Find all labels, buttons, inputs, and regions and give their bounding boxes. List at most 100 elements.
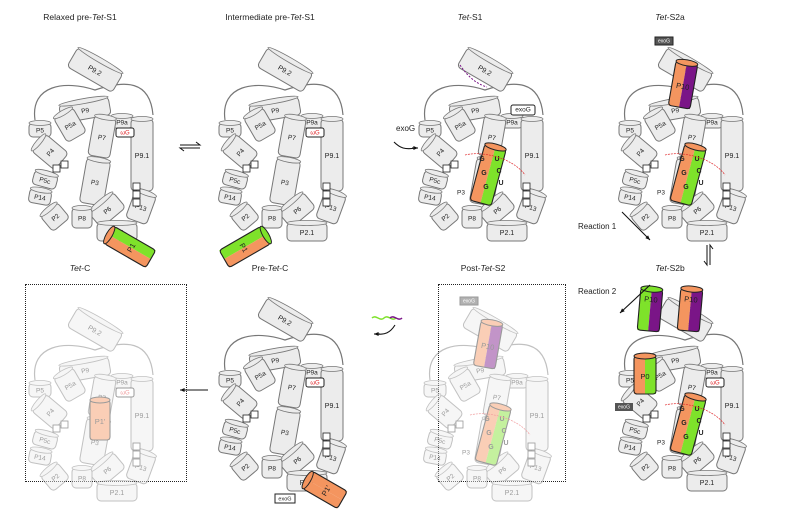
helix-label-p7: P7 [687, 134, 696, 142]
nucleotide-box [447, 424, 456, 433]
helix-cap [58, 355, 109, 367]
helix-label-p3: P3 [280, 429, 289, 437]
helix-cap [77, 46, 124, 75]
helix-cap [52, 366, 74, 380]
nucleotide-box [322, 182, 331, 191]
helix-cap [520, 116, 544, 122]
helix-p14: P14 [418, 186, 443, 206]
helix-p9: P9 [58, 355, 112, 384]
helix-cap [661, 455, 683, 461]
p1-helix [669, 392, 707, 456]
helix-cap [525, 376, 549, 382]
helix-cap [39, 201, 58, 218]
panel-title-tet-s2b: Tet-S2b [655, 263, 684, 273]
helix-cap [267, 46, 314, 75]
helix-label-p9: P9 [271, 357, 280, 365]
helix-label-p3: P3 [457, 190, 465, 197]
nucleotide-box [132, 198, 141, 207]
tertiary-contacts [469, 413, 531, 436]
exog-label: exoG [515, 107, 531, 114]
helix-p9-2: P9.2 [462, 306, 519, 352]
helix-label-p8: P8 [473, 476, 481, 483]
panel-tet-s2b: P9.2P9P5aP5P9aP7P9.1P4P5cP14P6P13P2P8P2.… [615, 285, 747, 492]
title-part: -C [81, 263, 91, 273]
helix-p8: P8 [661, 455, 683, 479]
helix-body [436, 463, 464, 491]
helix-label-p3: P3 [90, 179, 99, 187]
helix-body [87, 375, 117, 419]
helix-p4: P4 [30, 393, 68, 429]
helix-p7: P7 [277, 113, 307, 159]
helix-p5a: P5a [52, 106, 86, 142]
helix-label-p5c: P5c [433, 436, 446, 446]
omega-g-label: ωG [710, 381, 720, 387]
helix-body [525, 378, 549, 452]
helix-p2-1: P2.1 [686, 470, 728, 492]
helix-p2: P2 [429, 201, 459, 231]
helix-p8: P8 [71, 465, 93, 489]
helix-cap [486, 220, 528, 226]
nucleotide-box [60, 420, 69, 429]
helix-cap [94, 373, 117, 381]
helix-label-p4: P4 [236, 397, 247, 408]
helix-cap [286, 220, 328, 226]
title-part: Tet [289, 12, 302, 22]
helix-label-p4: P4 [636, 147, 647, 158]
helix-cap [425, 393, 442, 412]
exog-arrow-label: exoG [396, 124, 416, 133]
reaction-1-arrow [621, 211, 651, 241]
helix-p13: P13 [516, 188, 547, 225]
nucleotide-box [242, 414, 251, 423]
helix-cap [320, 366, 344, 372]
helix-p9-1: P9.1 [720, 366, 744, 442]
p10-helix-label: P10 [480, 341, 495, 352]
helix-cap [489, 373, 512, 381]
helix-label-p4: P4 [441, 407, 452, 418]
helix-body [54, 368, 86, 402]
pair-g: G [679, 406, 685, 413]
pair-u-c: U [694, 406, 699, 413]
helix-cap [619, 436, 643, 444]
helix-p5c: P5c [31, 168, 59, 190]
helix-p8: P8 [461, 205, 483, 229]
nucleotide-box [322, 440, 331, 449]
p10-helix-cap [680, 285, 704, 293]
helix-p5a: P5a [52, 366, 86, 402]
reaction-1-label: Reaction 1 [578, 222, 617, 231]
helix-cap [96, 480, 138, 486]
helix-p8: P8 [466, 465, 488, 489]
helix-cap [130, 116, 154, 122]
p1-prime-helix-cap [89, 396, 111, 404]
p1-helix-half-a [669, 394, 696, 454]
p10-prime-helix-label: P10 [644, 294, 658, 304]
panel-title-tet-s1: Tet-S1 [458, 12, 483, 22]
nucleotide-box [527, 450, 536, 459]
p10-helix-outline [473, 320, 503, 370]
helix-cap [624, 168, 649, 178]
helix-cap [686, 220, 728, 226]
p10-prime-helix-half-a [637, 288, 652, 331]
equilibrium-arrow-1-back [178, 147, 200, 152]
helix-cap [34, 168, 59, 178]
helix-label-p9a: P9a [706, 370, 718, 377]
helix-p9-1: P9.1 [320, 116, 344, 192]
p1-prime-helix-half-b [307, 471, 348, 500]
helix-label-p9-1: P9.1 [725, 153, 740, 160]
helix-p2-1: P2.1 [286, 220, 328, 242]
helix-p2: P2 [39, 201, 69, 231]
p10-helix-cap [675, 58, 699, 67]
helix-label-p7: P7 [492, 394, 501, 402]
nucleotide-box [322, 448, 331, 457]
helix-label-p5c: P5c [38, 176, 51, 186]
pair-g: G [483, 184, 489, 191]
exog-tag [615, 403, 633, 411]
helix-cap [448, 95, 499, 107]
nucleotide-box [722, 448, 731, 457]
helix-p7: P7 [482, 373, 512, 419]
helix-cap [284, 363, 307, 371]
p10-prime-helix-cap [640, 285, 664, 293]
helix-p5a: P5a [447, 366, 481, 402]
p10-helix-half-b [484, 322, 503, 370]
